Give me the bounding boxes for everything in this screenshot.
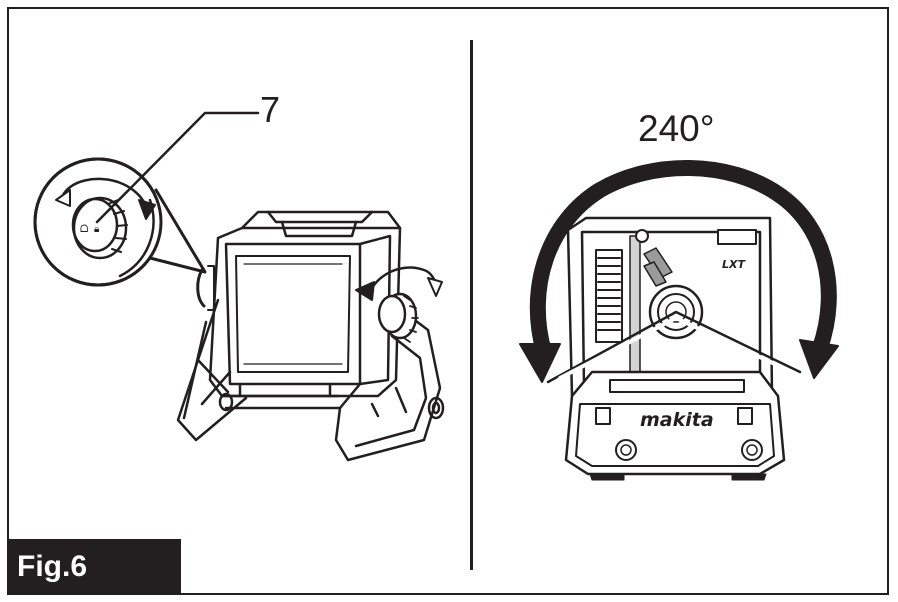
rotation-arc-arrow	[519, 160, 839, 383]
callout-number-7: 7	[260, 89, 281, 130]
rotation-angle-label: 240°	[638, 108, 715, 149]
callout-leader-line	[95, 111, 260, 224]
svg-text:🔒︎: 🔒︎	[94, 224, 99, 235]
lxt-badge: LXT	[722, 258, 746, 271]
detail-magnifier: ᗝ 🔒︎	[33, 157, 207, 287]
makita-logo: makita	[640, 409, 714, 431]
light-head-rear	[566, 216, 774, 398]
panel-divider	[470, 40, 473, 570]
svg-text:ᗝ: ᗝ	[80, 224, 88, 235]
right-knob	[377, 292, 419, 343]
light-base	[564, 370, 786, 481]
work-light-body	[176, 210, 445, 462]
figure-label: Fig.6	[7, 539, 181, 595]
figure-frame	[7, 7, 889, 595]
magnified-knob: ᗝ 🔒︎	[71, 196, 128, 260]
